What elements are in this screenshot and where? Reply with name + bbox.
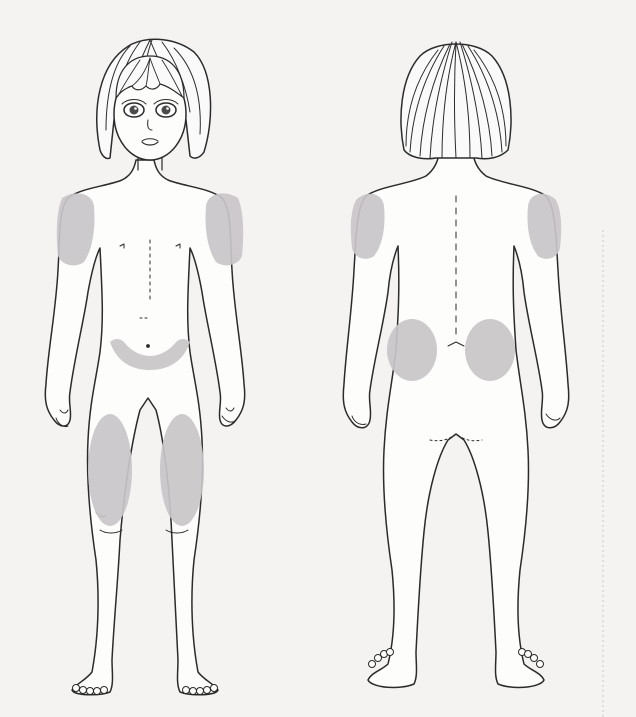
site-front-right-thigh <box>88 414 132 526</box>
site-back-right-buttock <box>387 319 437 381</box>
site-front-left-thigh <box>160 414 204 526</box>
back-hair <box>401 44 511 159</box>
site-back-left-buttock <box>465 319 515 381</box>
